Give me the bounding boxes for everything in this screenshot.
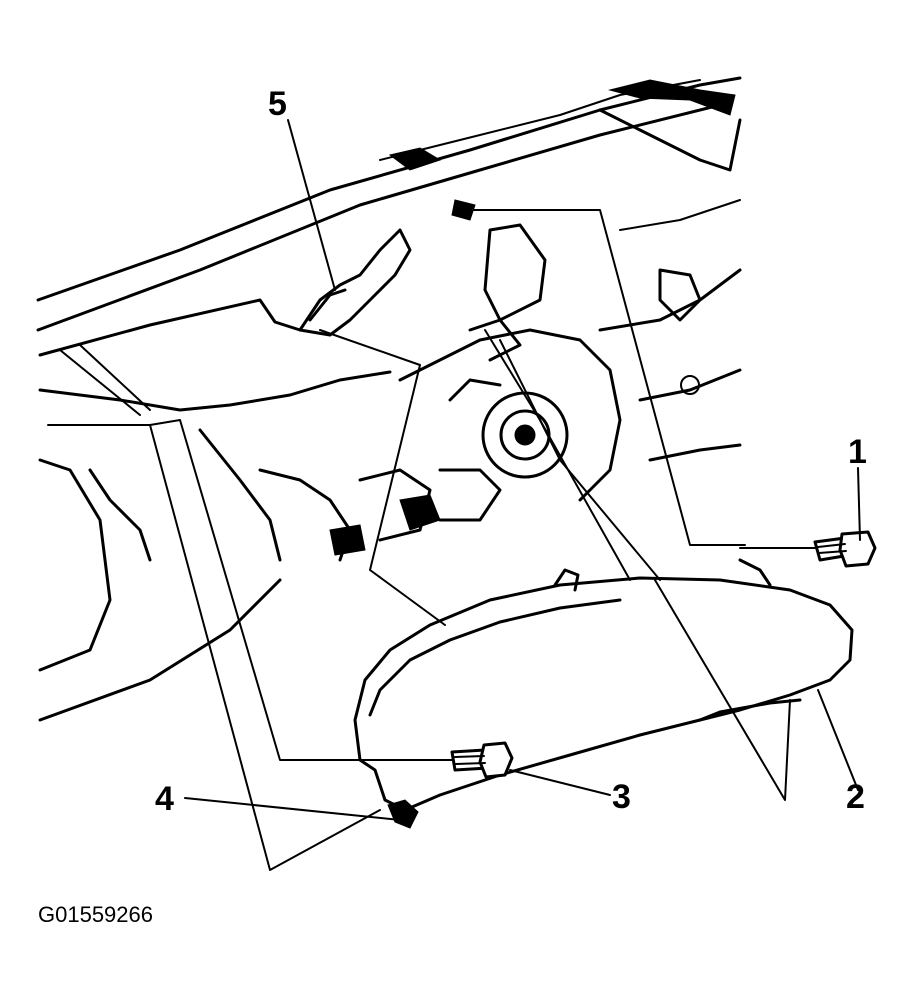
callout-leaders bbox=[184, 119, 861, 821]
callout-4: 4 bbox=[155, 780, 174, 818]
leader-1 bbox=[857, 467, 861, 541]
callout-1: 1 bbox=[848, 433, 867, 471]
leader-2b bbox=[654, 579, 791, 801]
leader-2 bbox=[817, 689, 859, 791]
dashboard-body bbox=[38, 199, 742, 722]
bracket-part-5 bbox=[298, 228, 412, 337]
bolt-part-3 bbox=[450, 741, 514, 779]
steering-column bbox=[329, 199, 622, 556]
bolt-part-1 bbox=[813, 530, 877, 568]
leader-3 bbox=[509, 769, 611, 796]
windshield-edge bbox=[36, 76, 742, 357]
callout-labels: 5 1 2 3 4 bbox=[155, 85, 867, 818]
callout-5: 5 bbox=[268, 85, 287, 123]
figure-id: G01559266 bbox=[38, 902, 153, 927]
leader-5 bbox=[287, 119, 336, 291]
callout-2: 2 bbox=[846, 778, 865, 816]
leader-4 bbox=[184, 797, 401, 821]
exploded-view-guides bbox=[47, 209, 816, 871]
callout-3: 3 bbox=[612, 778, 631, 816]
